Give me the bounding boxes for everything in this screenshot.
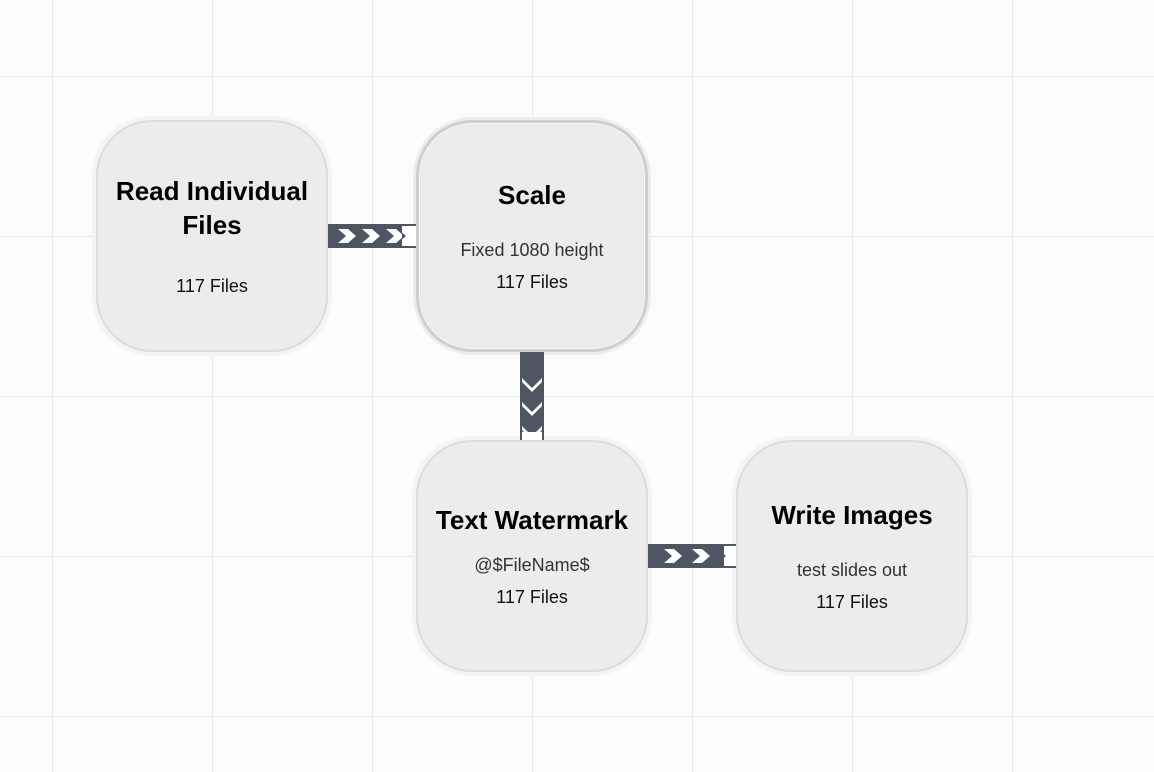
node-detail: test slides out bbox=[796, 560, 908, 580]
node-file-count: 117 Files bbox=[496, 272, 568, 292]
node-title: Read Individual Files bbox=[115, 176, 309, 240]
node-read-individual-files[interactable]: Read Individual Files 117 Files bbox=[96, 120, 328, 352]
connector-read-to-scale[interactable] bbox=[328, 224, 416, 248]
node-scale[interactable]: Scale Fixed 1080 height 117 Files bbox=[416, 120, 648, 352]
node-title: Write Images bbox=[771, 500, 933, 530]
node-file-count: 117 Files bbox=[176, 276, 248, 296]
node-write-images[interactable]: Write Images test slides out 117 Files bbox=[736, 440, 968, 672]
node-text-watermark[interactable]: Text Watermark @$FileName$ 117 Files bbox=[416, 440, 648, 672]
node-detail: @$FileName$ bbox=[474, 555, 590, 575]
chevron-arrow-icon bbox=[338, 229, 404, 243]
connector-scale-to-watermark[interactable] bbox=[520, 352, 544, 440]
connector-watermark-to-write[interactable] bbox=[648, 544, 736, 568]
node-file-count: 117 Files bbox=[816, 592, 888, 612]
node-title: Text Watermark bbox=[435, 505, 629, 535]
node-title: Scale bbox=[498, 180, 566, 210]
chevron-arrow-icon bbox=[664, 549, 710, 563]
node-detail: Fixed 1080 height bbox=[460, 240, 604, 260]
node-file-count: 117 Files bbox=[496, 587, 568, 607]
